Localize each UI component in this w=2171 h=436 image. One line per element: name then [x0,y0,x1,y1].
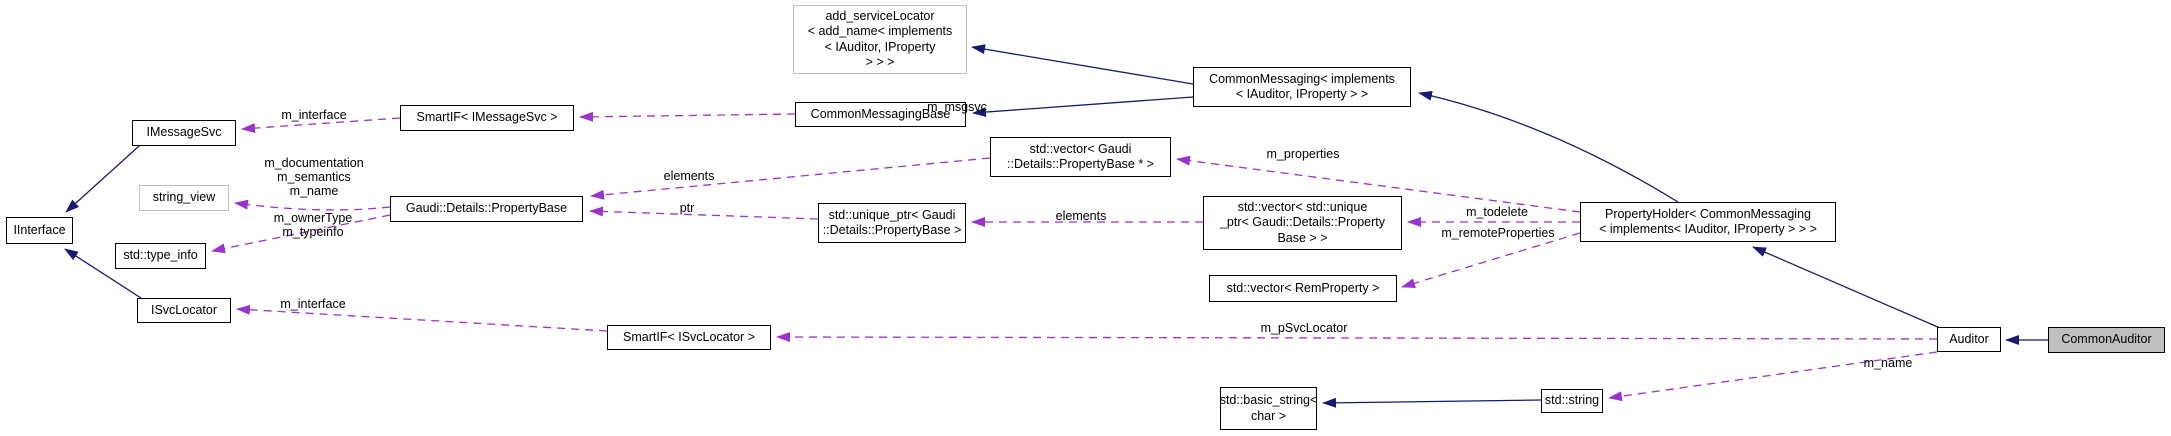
node-string[interactable]: std::string [1541,389,1603,413]
node-isvclocator[interactable]: ISvcLocator [137,298,231,323]
edge-usage-m-properties [1176,155,1581,213]
node-unique-ptr-propertybase[interactable]: std::unique_ptr< Gaudi ::Details::Proper… [818,203,966,243]
edge-label-ptr: ptr [679,201,695,215]
node-type-info[interactable]: std::type_info [115,243,206,269]
edge-usage-elements-vector [590,157,991,200]
edge-usage-m-interface-svclocator [236,304,608,332]
edge-label-elements-vector: elements [663,169,715,183]
edge-label-m-remoteproperties: m_remoteProperties [1441,226,1555,240]
edge-usage-m-documentation [234,199,391,211]
edge-label-m-interface-svclocator: m_interface [280,297,346,311]
node-string-view: string_view [139,185,229,211]
node-imessagesvc[interactable]: IMessageSvc [132,120,236,146]
edge-label-elements-unique: elements [1055,209,1107,223]
edge-inherit-commonmessaging-to-commonmessagingbase [972,96,1194,118]
edge-label-m-todelete: m_todelete [1466,205,1528,219]
node-propertybase[interactable]: Gaudi::Details::PropertyBase [390,196,583,222]
node-commonmessagingbase[interactable]: CommonMessagingBase [795,102,966,127]
edge-usage-m-msgsvc [579,111,796,122]
node-vector-unique-ptr[interactable]: std::vector< std::unique _ptr< Gaudi::De… [1203,196,1402,250]
edge-inherit-commonmessaging-to-addservicelocator [971,44,1194,85]
edge-inherit-string-to-basicstring [1322,397,1542,408]
edge-usage-m-ownertype [211,214,391,254]
node-commonmessaging[interactable]: CommonMessaging< implements < IAuditor, … [1193,67,1411,107]
edge-inherit-isvclocator-to-iinterface [64,248,142,299]
node-smartif-isvclocator[interactable]: SmartIF< ISvcLocator > [607,325,771,350]
edge-inherit-auditor-to-propertyholder [1752,246,1941,329]
edge-inherit-imessagesvc-to-iinterface [65,145,140,213]
edge-label-m-documentation-group: m_documentation m_semantics m_name [264,156,364,198]
edge-inherit-propertyholder-to-commonmessaging [1418,90,1679,203]
edge-label-m-msgsvc: m_msgsvc [927,100,987,114]
edge-usage-ptr [589,206,819,220]
edge-label-m-name: m_name [1863,356,1913,370]
edge-label-m-properties: m_properties [1266,147,1340,161]
edge-usage-m-psvclocator [776,332,1938,343]
edge-label-m-interface-msgsvc: m_interface [281,108,347,122]
edge-label-m-psvclocator: m_pSvcLocator [1260,321,1348,335]
edge-usage-m-remoteproperties [1401,232,1581,289]
node-propertyholder[interactable]: PropertyHolder< CommonMessaging < implem… [1580,202,1836,242]
node-vector-propertybase-ptr[interactable]: std::vector< Gaudi ::Details::PropertyBa… [990,137,1171,177]
node-iinterface[interactable]: IInterface [6,217,73,244]
node-auditor[interactable]: Auditor [1937,327,2001,352]
node-commonauditor: CommonAuditor [2048,327,2165,353]
node-vector-remproperty[interactable]: std::vector< RemProperty > [1209,275,1397,302]
node-basic-string[interactable]: std::basic_string< char > [1220,387,1317,430]
node-add-servicelocator: add_serviceLocator < add_name< implement… [793,5,967,74]
edge-label-m-ownertype-group: m_ownerType m_typeinfo [273,211,353,239]
node-smartif-imessagesvc[interactable]: SmartIF< IMessageSvc > [400,105,574,131]
edge-usage-m-interface-msgsvc [241,117,401,134]
